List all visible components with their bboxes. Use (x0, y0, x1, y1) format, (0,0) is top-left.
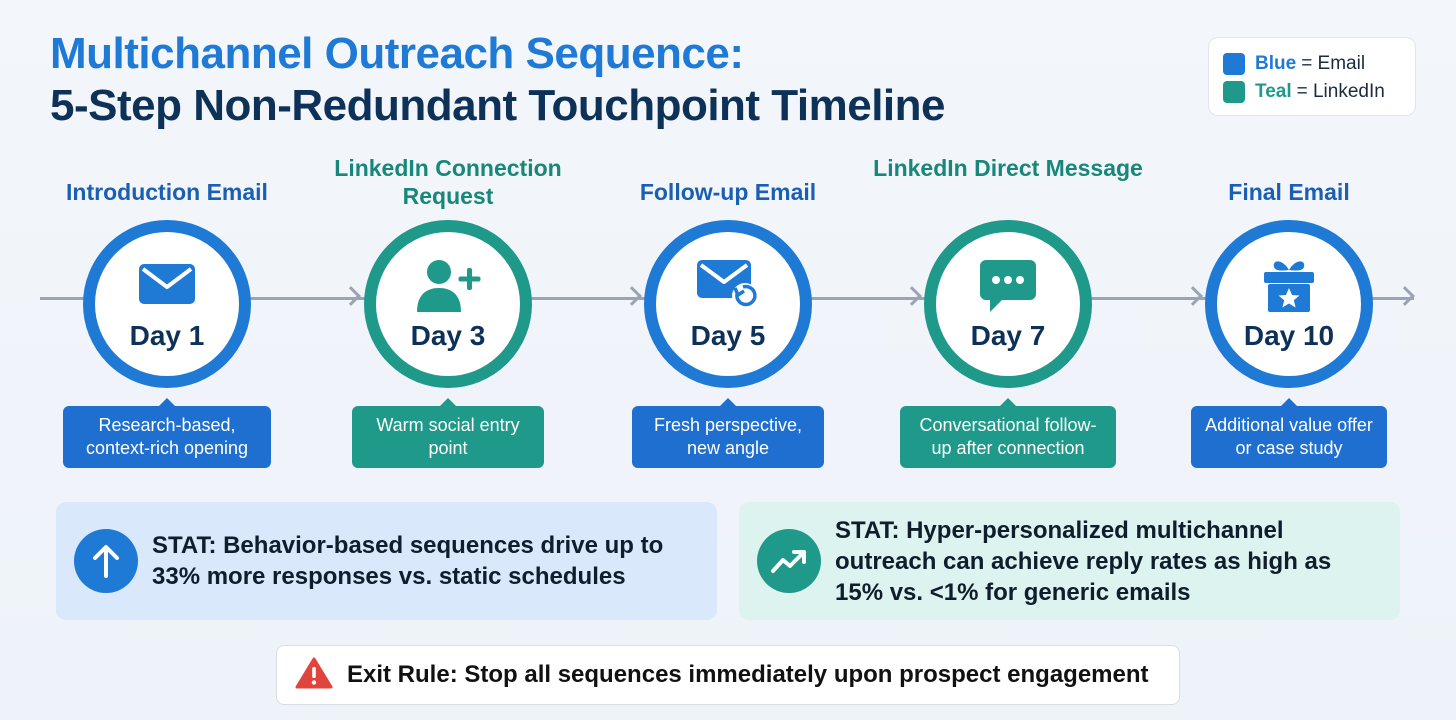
step-title: Introduction Email (66, 179, 268, 205)
stat-card-behavior: STAT: Behavior-based sequences drive up … (56, 502, 717, 620)
step-description: Additional value offer or case study (1205, 415, 1373, 458)
exit-rule-text: Exit Rule: Stop all sequences immediatel… (347, 661, 1149, 688)
step-description: Conversational follow-up after connectio… (919, 415, 1097, 458)
step-day: Day 10 (1243, 320, 1335, 351)
linkedin-swatch (1223, 81, 1245, 103)
exit-rule-box: Exit Rule: Stop all sequences immediatel… (276, 645, 1180, 705)
title-line-2: 5-Step Non-Redundant Touchpoint Timeline (50, 81, 946, 130)
step-description: Fresh perspective, new angle (653, 415, 803, 458)
chat-bubble-icon (978, 258, 1038, 319)
legend-key-email: Blue (1255, 53, 1297, 74)
stat-card-personalized: STAT: Hyper-personalized multichannel ou… (739, 502, 1400, 620)
step-node: Day 3 (364, 220, 532, 388)
step-description-callout: Fresh perspective, new angle (632, 398, 824, 468)
step-description: Research-based, context-rich opening (85, 415, 249, 458)
step-description-callout: Research-based, context-rich opening (63, 398, 271, 468)
step-description-callout: Additional value offer or case study (1191, 398, 1387, 468)
envelope-reply-icon (695, 258, 761, 315)
warning-icon (295, 656, 333, 695)
add-user-icon (413, 258, 483, 319)
timeline-arrow-1 (341, 286, 361, 306)
stat-text: STAT: Hyper-personalized multichannel ou… (835, 516, 1332, 606)
email-swatch (1223, 53, 1245, 75)
step-title: LinkedIn Connection Request (334, 155, 562, 209)
step-node: Day 10 (1205, 220, 1373, 388)
timeline-arrow-end (1395, 286, 1415, 306)
legend-label-email: = Email (1301, 53, 1366, 74)
step-description-callout: Warm social entry point (352, 398, 544, 468)
step-day: Day 3 (410, 320, 486, 351)
page-title: Multichannel Outreach Sequence: 5-Step N… (50, 28, 946, 132)
step-node: Day 1 (83, 220, 251, 388)
legend-key-linkedin: Teal (1255, 81, 1292, 102)
stat-text: STAT: Behavior-based sequences drive up … (152, 532, 664, 590)
step-node: Day 5 (644, 220, 812, 388)
step-node: Day 7 (924, 220, 1092, 388)
timeline-arrow-4 (1183, 286, 1203, 306)
envelope-icon (137, 262, 197, 311)
legend: Blue = Email Teal = LinkedIn (1208, 37, 1416, 116)
step-day: Day 5 (690, 320, 766, 351)
step-title: Follow-up Email (639, 179, 817, 205)
step-day: Day 1 (129, 320, 205, 351)
step-title: LinkedIn Direct Message (873, 155, 1143, 181)
arrow-up-icon (74, 529, 138, 593)
step-description-callout: Conversational follow-up after connectio… (900, 398, 1116, 468)
legend-label-linkedin: = LinkedIn (1296, 81, 1385, 102)
timeline-arrow-3 (902, 286, 922, 306)
title-line-1: Multichannel Outreach Sequence: (50, 29, 744, 78)
step-description: Warm social entry point (376, 415, 520, 458)
gift-icon (1260, 256, 1318, 319)
step-title: Final Email (1228, 179, 1350, 205)
trend-up-icon (757, 529, 821, 593)
timeline-arrow-2 (622, 286, 642, 306)
legend-item-email: Blue = Email (1223, 50, 1401, 78)
legend-item-linkedin: Teal = LinkedIn (1223, 78, 1401, 106)
step-day: Day 7 (970, 320, 1046, 351)
